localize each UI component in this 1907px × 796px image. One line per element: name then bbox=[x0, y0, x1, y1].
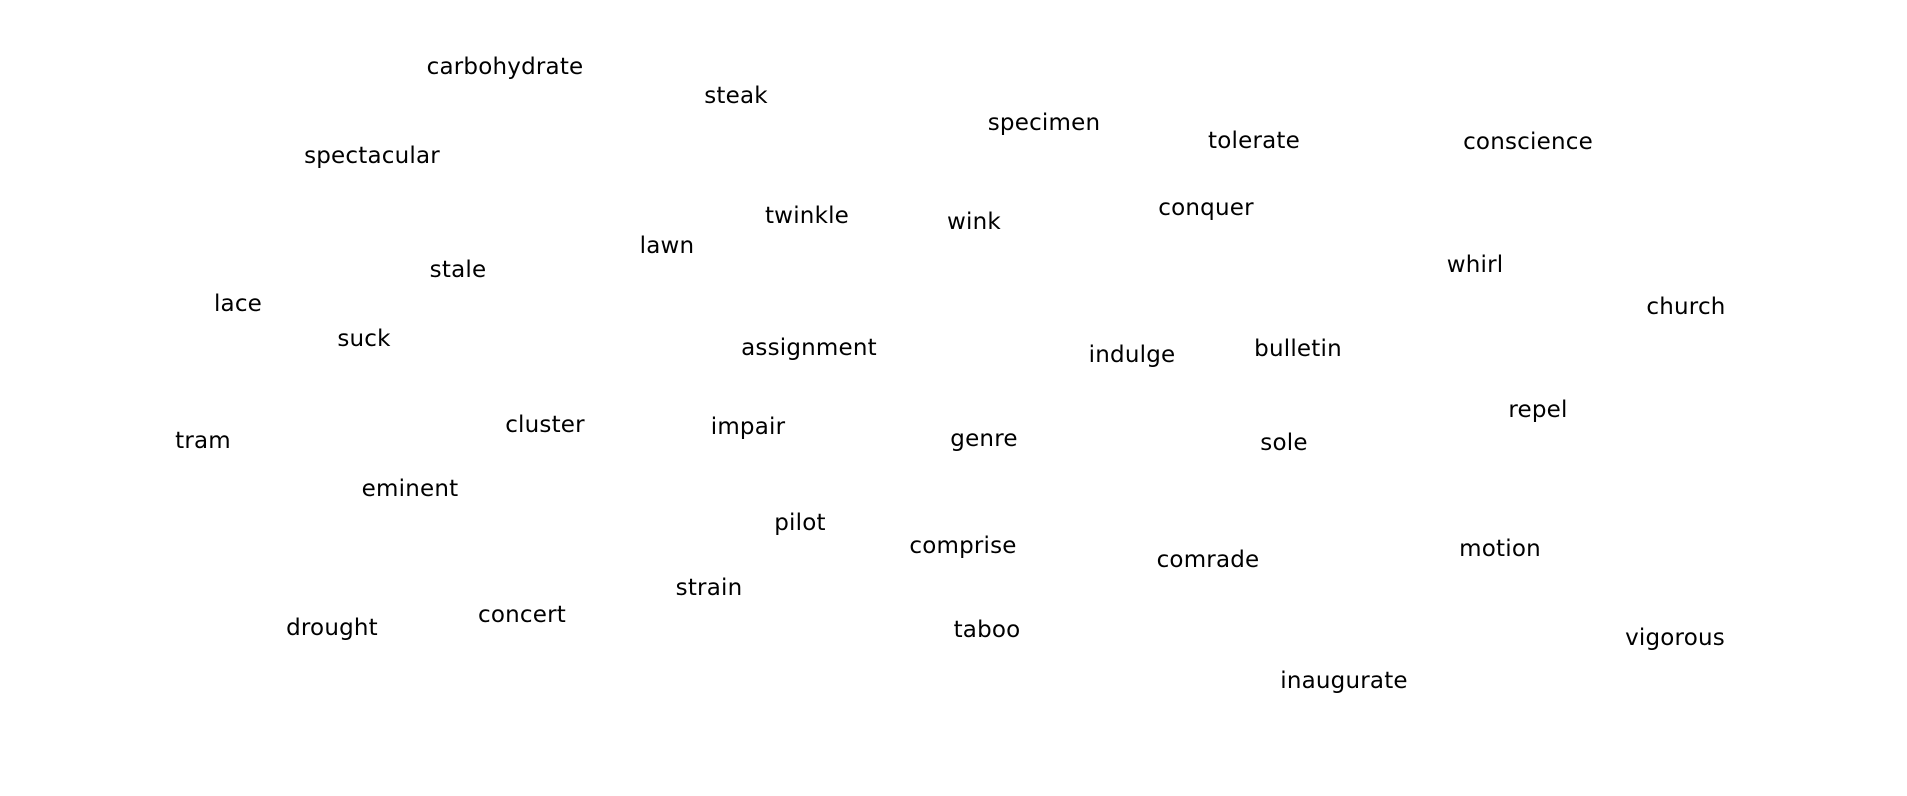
word-spectacular: spectacular bbox=[304, 143, 440, 169]
word-steak: steak bbox=[704, 83, 768, 109]
word-conscience: conscience bbox=[1463, 129, 1593, 155]
word-inaugurate: inaugurate bbox=[1280, 668, 1408, 694]
word-specimen: specimen bbox=[987, 110, 1101, 136]
word-genre: genre bbox=[950, 426, 1018, 452]
word-carbohydrate: carbohydrate bbox=[426, 54, 584, 80]
word-motion: motion bbox=[1459, 536, 1541, 562]
word-twinkle: twinkle bbox=[764, 203, 850, 229]
word-concert: concert bbox=[478, 602, 566, 628]
word-wink: wink bbox=[947, 209, 1001, 235]
word-repel: repel bbox=[1508, 397, 1568, 423]
word-impair: impair bbox=[710, 414, 786, 440]
word-cluster: cluster bbox=[505, 412, 585, 438]
word-bulletin: bulletin bbox=[1254, 336, 1342, 362]
word-drought: drought bbox=[286, 615, 378, 641]
word-whirl: whirl bbox=[1446, 252, 1504, 278]
word-comprise: comprise bbox=[909, 533, 1017, 559]
word-eminent: eminent bbox=[361, 476, 459, 502]
word-strain: strain bbox=[675, 575, 743, 601]
word-conquer: conquer bbox=[1158, 195, 1254, 221]
word-taboo: taboo bbox=[953, 617, 1021, 643]
word-stale: stale bbox=[429, 257, 487, 283]
word-indulge: indulge bbox=[1088, 342, 1176, 368]
word-comrade: comrade bbox=[1156, 547, 1260, 573]
word-church: church bbox=[1646, 294, 1726, 320]
word-sole: sole bbox=[1260, 430, 1308, 456]
word-suck: suck bbox=[337, 326, 391, 352]
word-pilot: pilot bbox=[774, 510, 826, 536]
word-assignment: assignment bbox=[741, 335, 877, 361]
word-lawn: lawn bbox=[639, 233, 695, 259]
word-tram: tram bbox=[175, 428, 231, 454]
word-vigorous: vigorous bbox=[1625, 625, 1725, 651]
word-tolerate: tolerate bbox=[1208, 128, 1300, 154]
word-lace: lace bbox=[213, 291, 263, 317]
